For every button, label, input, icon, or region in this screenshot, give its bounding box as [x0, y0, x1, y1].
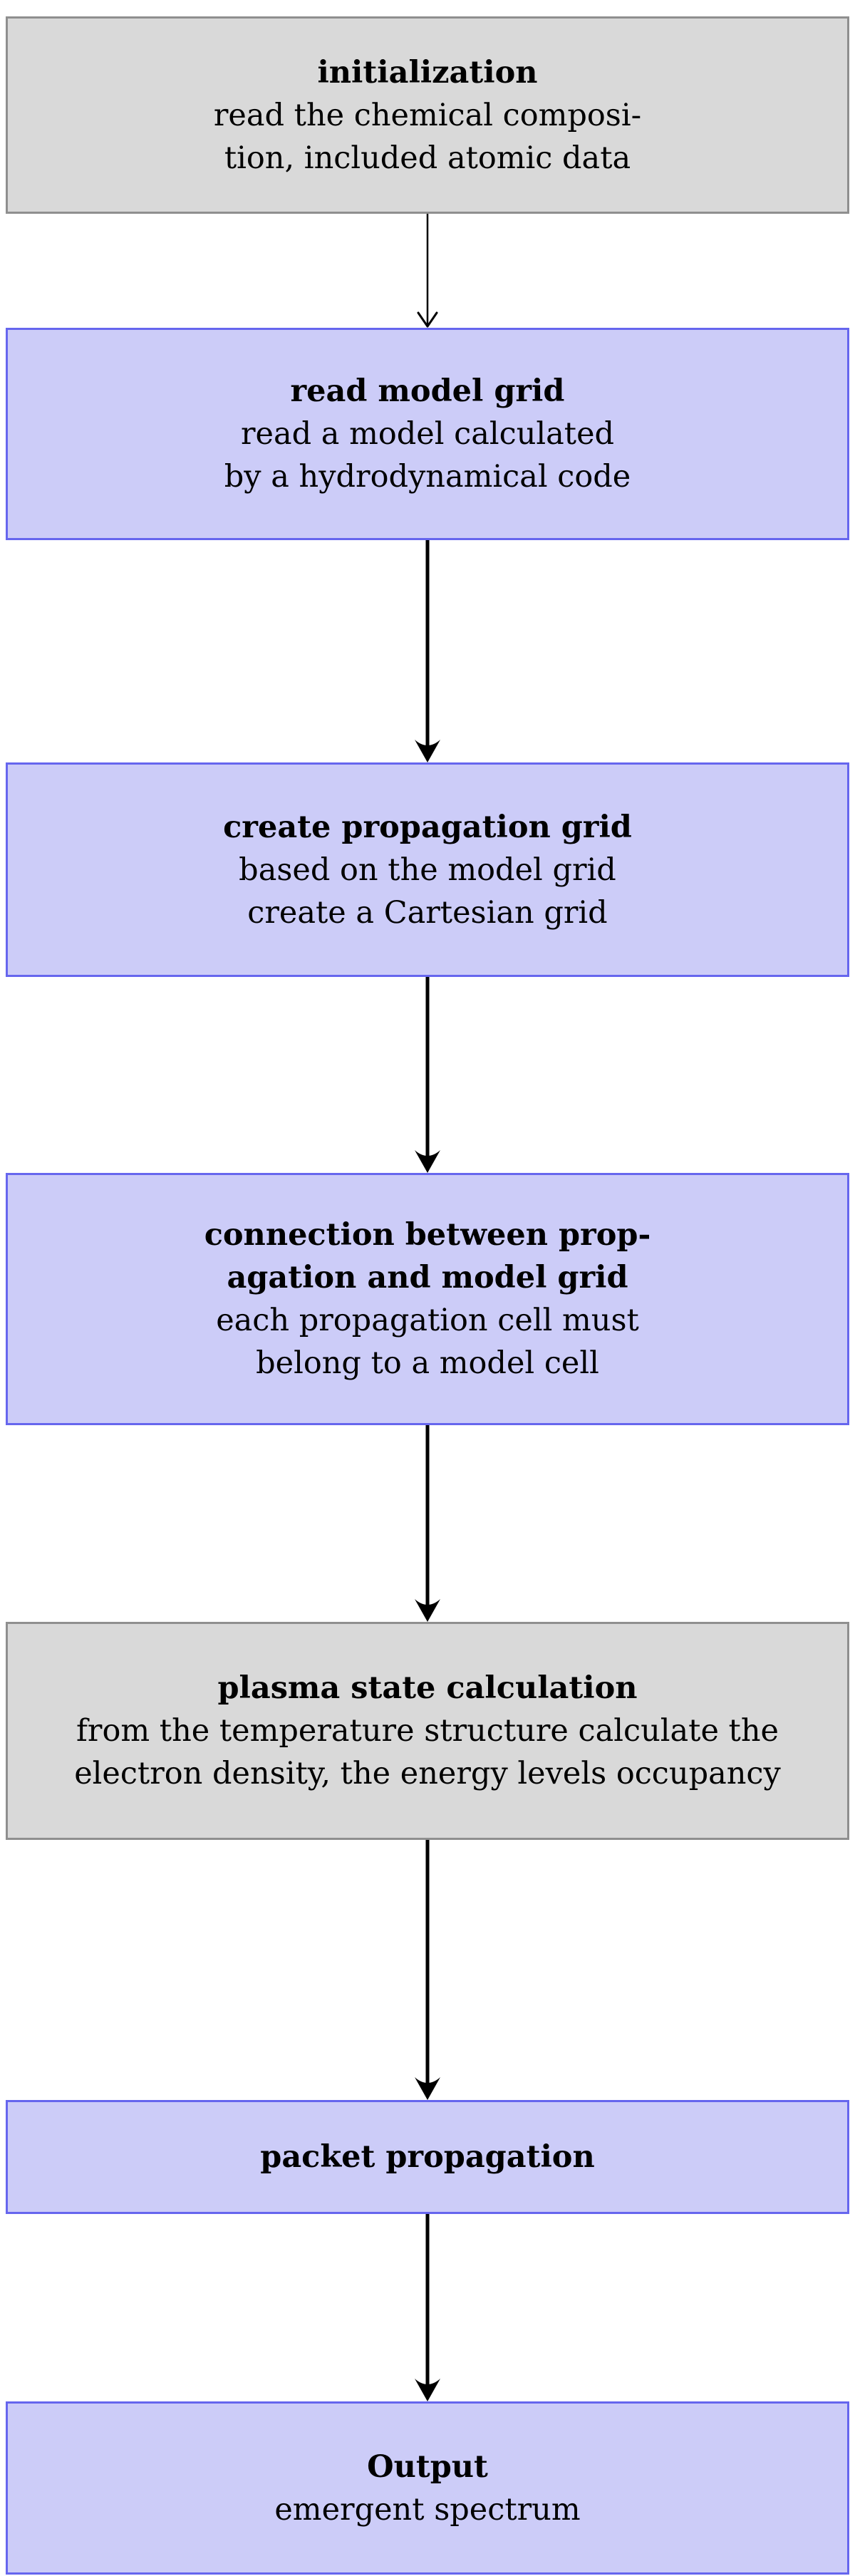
- flow-step-read-model-grid: read model grid read a model calculated …: [6, 328, 849, 540]
- flow-step-connection-between-propagation-and-model-grid: connection between prop- agation and mod…: [6, 1173, 849, 1425]
- step-body-line: read the chemical composi-: [213, 97, 642, 133]
- step-body-line: belong to a model cell: [256, 1345, 599, 1381]
- step-title: Output: [367, 2448, 488, 2485]
- flow-arrow: [415, 2214, 440, 2401]
- step-title: create propagation grid: [223, 809, 632, 845]
- flow-step-plasma-state-calculation: plasma state calculation from the temper…: [6, 1622, 849, 1840]
- step-title: plasma state calculation: [217, 1670, 638, 1706]
- flow-step-output: Output emergent spectrum: [6, 2401, 849, 2575]
- step-title: packet propagation: [260, 2139, 595, 2175]
- step-body-line: from the temperature structure calculate…: [76, 1713, 779, 1749]
- step-title-line: connection between prop-: [204, 1217, 651, 1253]
- flow-arrow: [415, 1425, 440, 1622]
- flow-arrow: [415, 1840, 440, 2100]
- step-body-line: electron density, the energy levels occu…: [74, 1756, 781, 1791]
- step-body-line: by a hydrodynamical code: [224, 459, 631, 495]
- step-title: read model grid: [290, 373, 565, 409]
- step-title-line: agation and model grid: [227, 1260, 628, 1295]
- flow-step-create-propagation-grid: create propagation grid based on the mod…: [6, 762, 849, 977]
- step-body-line: read a model calculated: [240, 416, 615, 452]
- step-body-line: tion, included atomic data: [224, 140, 631, 176]
- flow-arrow: [417, 214, 438, 328]
- step-body-line: each propagation cell must: [216, 1303, 639, 1338]
- step-body-line: create a Cartesian grid: [247, 894, 608, 931]
- flow-step-initialization: initialization read the chemical composi…: [6, 16, 849, 214]
- flow-arrow: [415, 977, 440, 1173]
- flow-step-packet-propagation: packet propagation: [6, 2100, 849, 2214]
- step-title: initialization: [317, 54, 538, 90]
- flow-arrow: [415, 540, 440, 762]
- step-body-line: based on the model grid: [239, 852, 616, 888]
- step-body-line: emergent spectrum: [274, 2491, 581, 2528]
